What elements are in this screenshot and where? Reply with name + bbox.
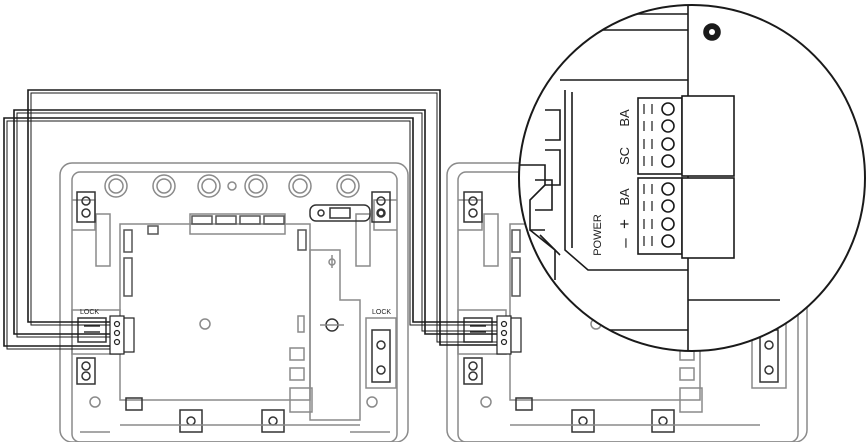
lock-label-center: LOCK — [372, 309, 391, 316]
label-ba-top: BA — [617, 109, 632, 127]
lock-label-left: LOCK — [80, 309, 99, 316]
screw-icon — [371, 191, 391, 223]
screw-icon — [463, 191, 483, 223]
terminal-screws — [661, 102, 675, 248]
left-terminal-block — [109, 315, 135, 355]
left-board-hole — [199, 318, 211, 330]
label-minus: – — [615, 238, 634, 248]
wire-1 — [27, 89, 497, 346]
left-circuit-board — [119, 223, 311, 401]
label-ba-bottom: BA — [617, 188, 632, 206]
wire-3 — [3, 117, 497, 347]
right-terminal-block — [496, 315, 522, 355]
left-backplate — [59, 162, 409, 443]
screw-icon — [76, 191, 96, 223]
label-power: POWER — [592, 214, 604, 256]
label-sc: SC — [617, 147, 632, 165]
left-knockouts — [104, 174, 360, 198]
label-plus: + — [615, 219, 634, 229]
magnifier-lens — [518, 4, 866, 352]
wiring — [3, 89, 497, 350]
